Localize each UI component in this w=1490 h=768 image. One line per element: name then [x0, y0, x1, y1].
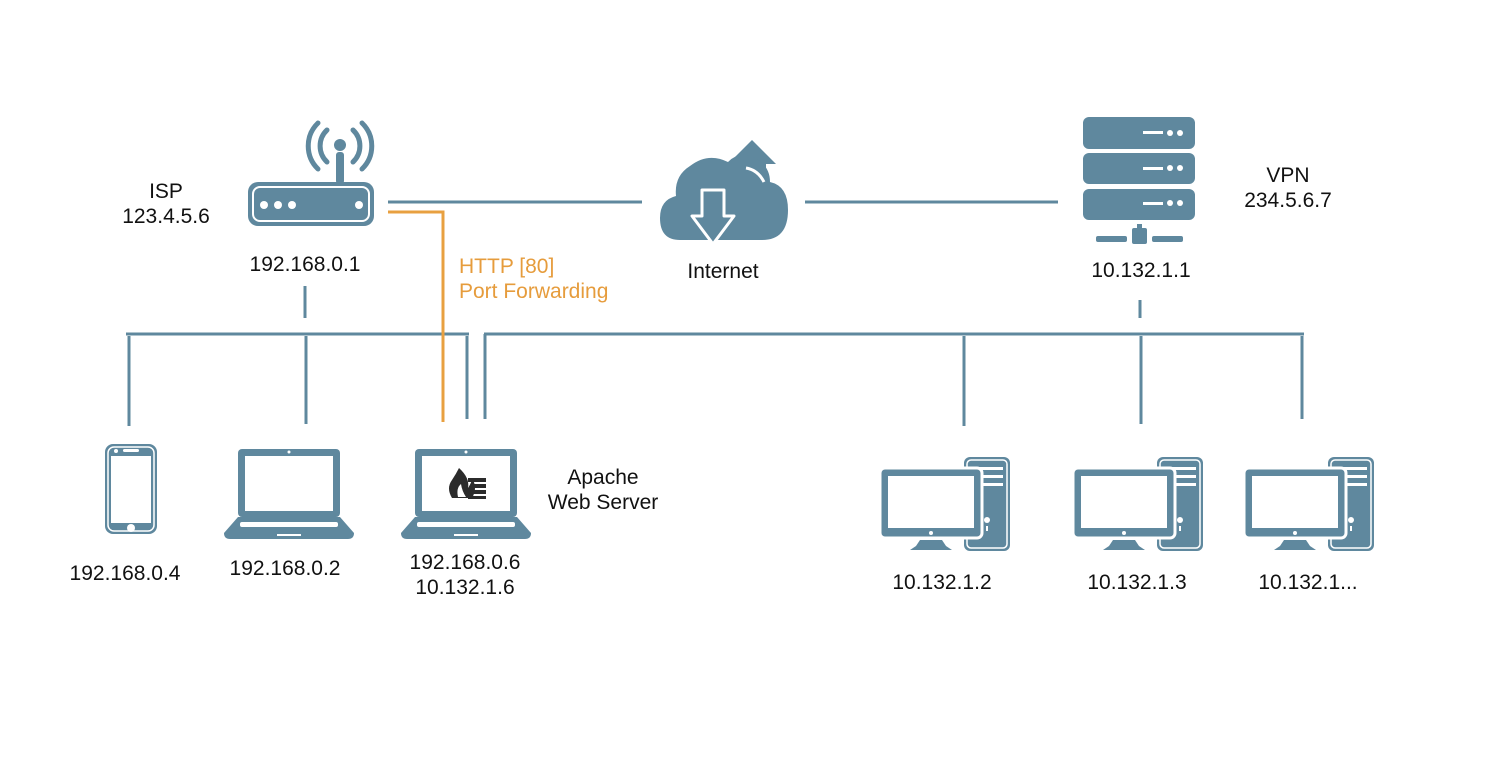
desktop-computer-icon[interactable]	[878, 457, 1010, 551]
web-server-title: Apache Web Server	[528, 465, 678, 515]
firewall-icon	[449, 468, 486, 499]
port-forwarding-path	[388, 210, 445, 422]
desktop-1-ip: 10.132.1.2	[892, 571, 992, 594]
desktop-computer-icon[interactable]	[1071, 457, 1203, 551]
laptop-firewall-icon[interactable]	[401, 449, 531, 539]
port-forwarding-label: HTTP [80] Port Forwarding	[459, 254, 608, 304]
web-server-ip-lan2: 10.132.1.6	[415, 576, 515, 599]
port-forwarding-protocol: HTTP [80]	[459, 255, 555, 278]
isp-public-ip: 123.4.5.6	[122, 205, 210, 228]
router-lan-ip: 192.168.0.1	[249, 253, 361, 276]
vpn-name: VPN	[1266, 164, 1310, 187]
vpn-lan-ip: 10.132.1.1	[1091, 259, 1191, 282]
web-server-ip-lan1: 192.168.0.6	[409, 551, 521, 574]
desktop-computer-icon[interactable]	[1242, 457, 1374, 551]
desktop-2-ip: 10.132.1.3	[1087, 571, 1187, 594]
web-server-ips: 192.168.0.6 10.132.1.6	[390, 550, 540, 600]
vpn-public-ip: 234.5.6.7	[1244, 189, 1332, 212]
laptop-icon[interactable]	[224, 449, 354, 539]
router-icon[interactable]	[248, 120, 375, 226]
web-server-title-line2: Web Server	[547, 491, 659, 514]
isp-label: ISP 123.4.5.6	[100, 179, 232, 229]
vpn-label: VPN 234.5.6.7	[1226, 163, 1350, 213]
port-forwarding-text: Port Forwarding	[459, 280, 609, 303]
server-rack-icon[interactable]	[1083, 117, 1195, 244]
smartphone-icon[interactable]	[105, 444, 157, 534]
connections	[126, 200, 1304, 426]
internet-label: Internet	[687, 260, 759, 283]
phone-ip: 192.168.0.4	[69, 562, 181, 585]
isp-name: ISP	[149, 180, 183, 203]
desktop-3-ip: 10.132.1...	[1258, 571, 1358, 594]
web-server-title-line1: Apache	[567, 466, 639, 489]
laptop-ip: 192.168.0.2	[229, 557, 341, 580]
cloud-upload-download-icon[interactable]	[660, 140, 788, 246]
